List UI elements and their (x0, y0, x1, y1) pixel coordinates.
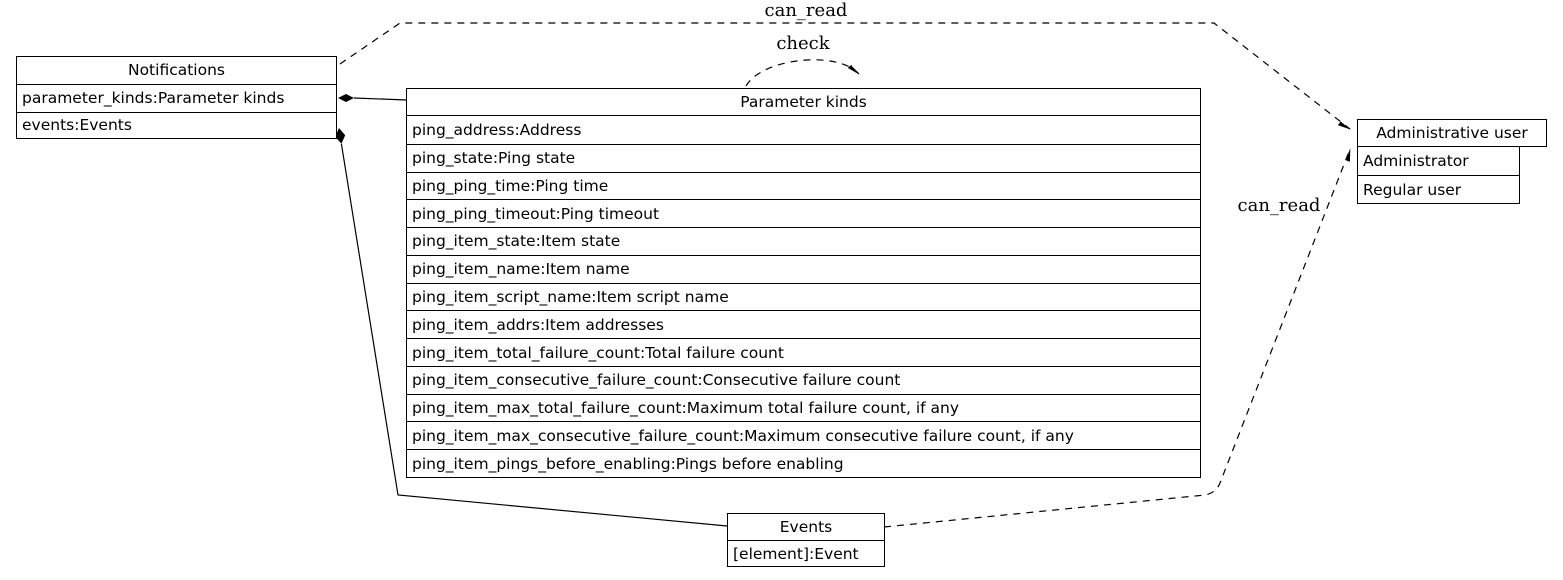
field-row: parameter_kinds:Parameter kinds (22, 89, 285, 108)
field-row: ping_ping_timeout:Ping timeout (407, 199, 1200, 227)
node-events: Events [element]:Event (727, 513, 885, 567)
node-rows: ping_address:Address ping_state:Ping sta… (407, 116, 1200, 477)
node-administrative-user-title: Administrative user (1357, 119, 1547, 147)
composition-diamond-icon (338, 94, 354, 102)
field-row: ping_item_addrs:Item addresses (407, 310, 1200, 338)
edge-label-can-read-top: can_read (764, 0, 848, 21)
field-row: ping_state:Ping state (407, 143, 1200, 172)
edge-composition-parameter-kinds (353, 97, 408, 101)
node-rows: [element]:Event (728, 541, 884, 566)
edge-label-check: check (776, 33, 830, 54)
field-row: ping_item_script_name:Item script name (407, 282, 1200, 311)
edge-check-self-loop (745, 59, 859, 87)
field-row: ping_item_state:Item state (407, 227, 1200, 255)
field-row: events:Events (17, 111, 336, 139)
field-row: ping_item_max_total_failure_count:Maximu… (407, 393, 1200, 422)
field-row: ping_item_total_failure_count:Total fail… (407, 338, 1200, 366)
node-title: Parameter kinds (407, 89, 1200, 116)
field-row: Administrator (1363, 152, 1469, 170)
node-administrative-user-rows: Administrator Regular user (1357, 146, 1520, 204)
field-row: ping_item_consecutive_failure_count:Cons… (407, 365, 1200, 394)
field-row: ping_address:Address (412, 120, 582, 139)
field-row: ping_item_max_consecutive_failure_count:… (407, 421, 1200, 449)
edge-label-can-read-bottom: can_read (1237, 195, 1321, 216)
node-title: Events (728, 514, 884, 541)
field-row: Regular user (1358, 175, 1519, 203)
field-row: ping_item_pings_before_enabling:Pings be… (407, 449, 1200, 477)
node-title: Notifications (17, 57, 336, 85)
node-notifications: Notifications parameter_kinds:Parameter … (16, 56, 337, 139)
field-row: ping_item_name:Item name (407, 254, 1200, 283)
field-row: ping_ping_time:Ping time (407, 171, 1200, 200)
field-row: [element]:Event (733, 544, 859, 563)
node-rows: parameter_kinds:Parameter kinds events:E… (17, 85, 336, 138)
node-parameter-kinds: Parameter kinds ping_address:Address pin… (406, 88, 1201, 478)
